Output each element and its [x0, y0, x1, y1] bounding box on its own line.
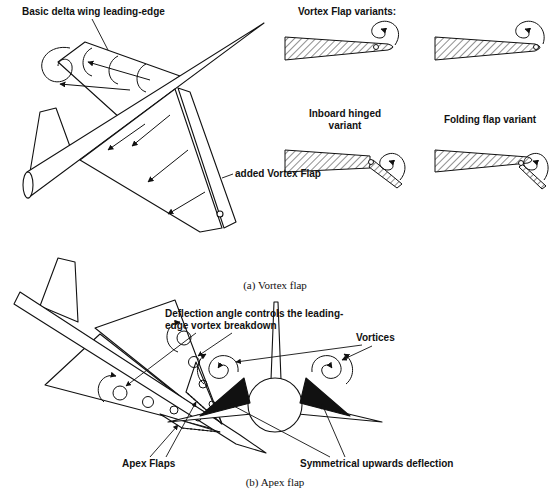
flow-arrow [60, 84, 130, 90]
flap-hinge [369, 160, 374, 165]
vortex-spiral [42, 47, 72, 81]
leader-arrow [126, 333, 196, 386]
vortex-spiral [209, 356, 238, 379]
callout-label: Deflection angle controls the leading-ed… [165, 308, 355, 332]
vortex-spiral [372, 21, 399, 45]
subfigure-caption: (b) Apex flap [175, 476, 375, 488]
aircraft-perspective [23, 23, 264, 232]
flow-arrow [88, 62, 150, 80]
vortex-flap [178, 88, 236, 228]
surface-flow-arrows [108, 115, 205, 214]
vortex-spiral [516, 21, 544, 44]
aircraft-top-view [14, 258, 266, 453]
leader-lines-a [92, 19, 233, 178]
hinge-line [182, 428, 220, 432]
airfoil-section [285, 37, 393, 60]
leader-line [92, 19, 108, 50]
leader-arrow [150, 425, 178, 457]
vortices-front [197, 354, 352, 384]
leading-edge-vortex [42, 47, 150, 92]
vortex-swirl [197, 354, 206, 384]
vortex-ring [170, 406, 178, 414]
flap-hinge [534, 45, 539, 50]
callout-label: added Vortex Flap [235, 168, 321, 180]
airfoil-section [435, 150, 532, 172]
flow-arrow [148, 150, 188, 182]
vortex-breakdown [98, 322, 215, 421]
callout-label: Apex Flaps [122, 458, 175, 470]
flap-sections [285, 21, 548, 189]
leader-line [222, 174, 233, 178]
leader-arrow [166, 402, 196, 457]
leader-arrow [230, 404, 330, 457]
subfigure-caption: (a) Vortex flap [175, 279, 375, 291]
vortex-ring [199, 380, 207, 388]
vortex-ring [113, 386, 127, 400]
airfoil-section [435, 37, 540, 60]
fuselage [248, 378, 302, 432]
leader-arrow [322, 404, 345, 457]
vortex-swirl [98, 375, 116, 402]
vortex-spiral [524, 153, 548, 180]
vortex-ring [143, 397, 154, 408]
vortex-ring [83, 48, 92, 76]
callout-label: Vortices [356, 332, 395, 344]
vortex-spiral [380, 153, 405, 180]
flap-hinge [217, 211, 223, 217]
vortex-spiral [312, 356, 341, 379]
flap-hinge [519, 161, 524, 166]
callout-label: Symmetrical upwards deflection [300, 458, 453, 470]
flap-hinge [374, 45, 379, 50]
section-heading: Vortex Flap variants: [298, 6, 396, 18]
leader-arrow [198, 333, 232, 356]
flow-arrow [132, 115, 170, 146]
leader-arrow [342, 346, 372, 360]
variant-label: Folding flap variant [430, 114, 550, 126]
flow-arrow [108, 124, 145, 150]
leader-arrows-b [126, 333, 372, 457]
flow-arrow [168, 192, 205, 214]
hinged-flap [369, 160, 402, 188]
folding-flap [519, 164, 546, 189]
near-wing [80, 89, 222, 232]
engine-nozzle [23, 172, 33, 198]
variant-label: Inboard hinged variant [300, 108, 390, 132]
callout-label: Basic delta wing leading-edge [22, 6, 165, 18]
